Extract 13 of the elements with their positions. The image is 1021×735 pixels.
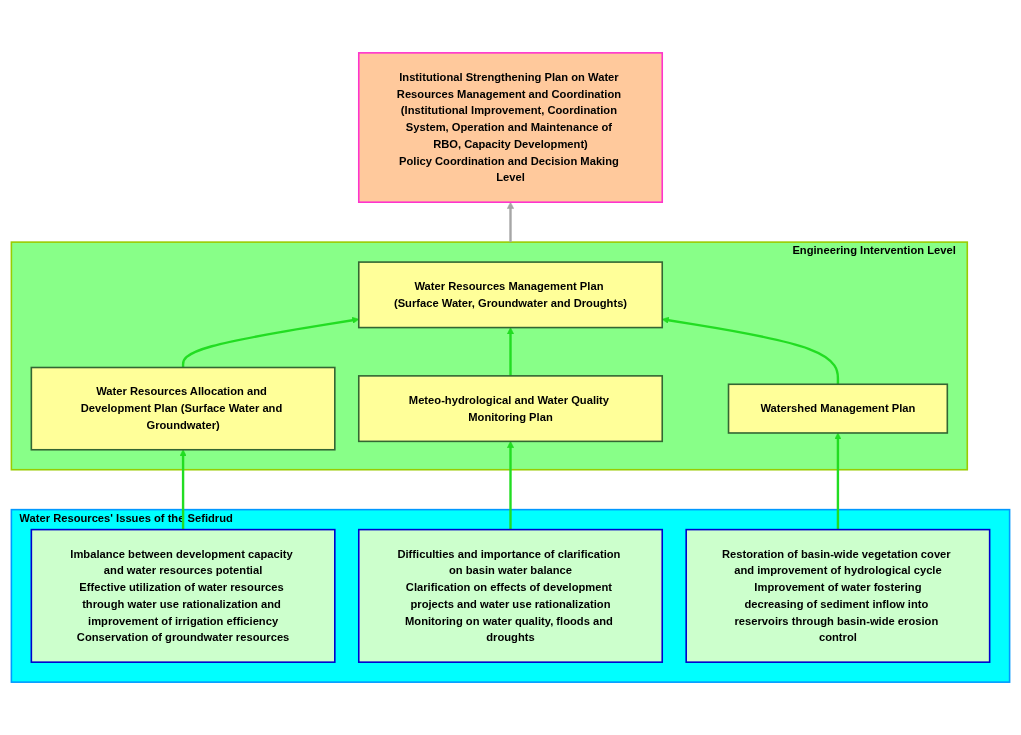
node-box: Difficulties and importance of clarification on basin water balance Clarification on effects of development projects and water use rationalization Monitoring on water quality, floods and droughts — [357, 528, 664, 663]
node-box: Meteo-hydrological and Water Quality Monitoring Plan — [357, 375, 664, 443]
node-box: Institutional Strengthening Plan on Water Resources Management and Coordination (Institutional Improvement, Coordination System, Operation and Maintenance of RBO, Capacity Development) Policy Coordination and Decision Making Level — [357, 52, 664, 203]
arrow — [507, 201, 514, 243]
arrow — [179, 449, 187, 530]
node-box: Restoration of basin-wide vegetation cover and improvement of hydrological cycle Improvement of water fostering decreasing of sediment inflow into reservoirs through basin-wide erosion control — [685, 528, 991, 663]
node-box: Watershed Management Plan — [727, 383, 949, 434]
node-box: Imbalance between development capacity and water resources potential Effective utilization of water resources through water use rationalization and improvement of irrigation efficiency Conservation of groundwater resources — [30, 528, 336, 663]
arrow — [507, 327, 514, 376]
arrow — [834, 432, 842, 530]
node-box: Water Resources Management Plan (Surface Water, Groundwater and Droughts) — [357, 261, 664, 329]
node-box: Water Resources Allocation and Development Plan (Surface Water and Groundwater) — [30, 366, 336, 451]
arrow — [507, 441, 514, 530]
